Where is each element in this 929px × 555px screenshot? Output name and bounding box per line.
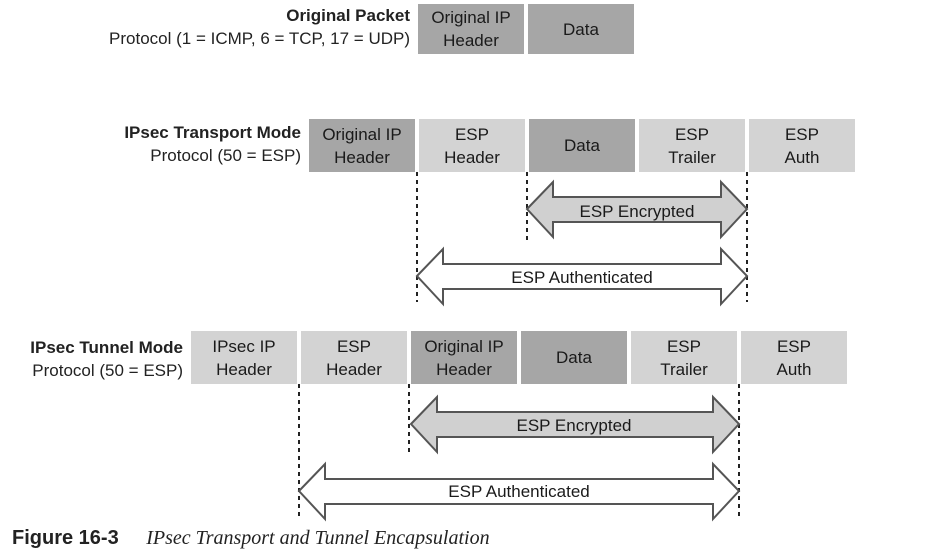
field-label: Data [563, 19, 599, 39]
field-label: ESP Auth [784, 124, 820, 167]
figure-title: IPsec Transport and Tunnel Encapsulation [146, 527, 490, 549]
esp-authenticated-label: ESP Authenticated [448, 482, 589, 501]
guide-lines [298, 172, 748, 520]
row-title: Original Packet [286, 6, 410, 25]
row-subtitle: Protocol (1 = ICMP, 6 = TCP, 17 = UDP) [109, 29, 410, 48]
field-label: IPsec IP Header [212, 336, 276, 379]
field-data: Data [528, 4, 634, 54]
row-subtitle: Protocol (50 = ESP) [150, 146, 301, 165]
esp-authenticated-arrow [297, 461, 741, 522]
field-label: ESP Auth [776, 336, 812, 379]
field-esp-header: ESP Header [301, 331, 407, 384]
field-esp-trailer: ESP Trailer [639, 119, 745, 172]
esp-authenticated-label: ESP Authenticated [511, 268, 652, 287]
row-title: IPsec Tunnel Mode [30, 338, 183, 357]
field-label: ESP Trailer [668, 124, 716, 167]
figure-caption: Figure 16-3 IPsec Transport and Tunnel E… [12, 527, 490, 550]
field-label: Data [556, 348, 592, 367]
row-subtitle: Protocol (50 = ESP) [32, 361, 183, 380]
esp-encrypted-label: ESP Encrypted [580, 202, 695, 221]
original-packet-label: Original Packet Protocol (1 = ICMP, 6 = … [109, 4, 410, 50]
esp-encrypted-arrow [409, 394, 741, 455]
field-original-ip-header: Original IP Header [309, 119, 415, 172]
field-label: ESP Trailer [660, 336, 708, 379]
field-label: ESP Header [326, 336, 382, 379]
field-original-ip-header: Original IP Header [418, 4, 524, 54]
field-esp-auth: ESP Auth [749, 119, 855, 172]
field-esp-header: ESP Header [419, 119, 525, 172]
field-label: Original IP Header [322, 124, 402, 167]
field-esp-trailer: ESP Trailer [631, 331, 737, 384]
field-esp-auth: ESP Auth [741, 331, 847, 384]
tunnel-mode-label: IPsec Tunnel Mode Protocol (50 = ESP) [30, 336, 183, 382]
figure-number: Figure 16-3 [12, 527, 119, 549]
field-data: Data [521, 331, 627, 384]
field-data: Data [529, 119, 635, 172]
transport-mode-label: IPsec Transport Mode Protocol (50 = ESP) [124, 121, 301, 167]
field-label: Original IP Header [431, 8, 511, 50]
field-label: Data [564, 136, 600, 155]
field-ipsec-ip-header: IPsec IP Header [191, 331, 297, 384]
field-label: Original IP Header [424, 336, 504, 379]
esp-encrypted-label: ESP Encrypted [517, 416, 632, 435]
esp-authenticated-arrow [415, 246, 749, 307]
field-label: ESP Header [444, 124, 500, 167]
esp-encrypted-arrow [525, 179, 749, 240]
row-title: IPsec Transport Mode [124, 123, 301, 142]
field-original-ip-header: Original IP Header [411, 331, 517, 384]
